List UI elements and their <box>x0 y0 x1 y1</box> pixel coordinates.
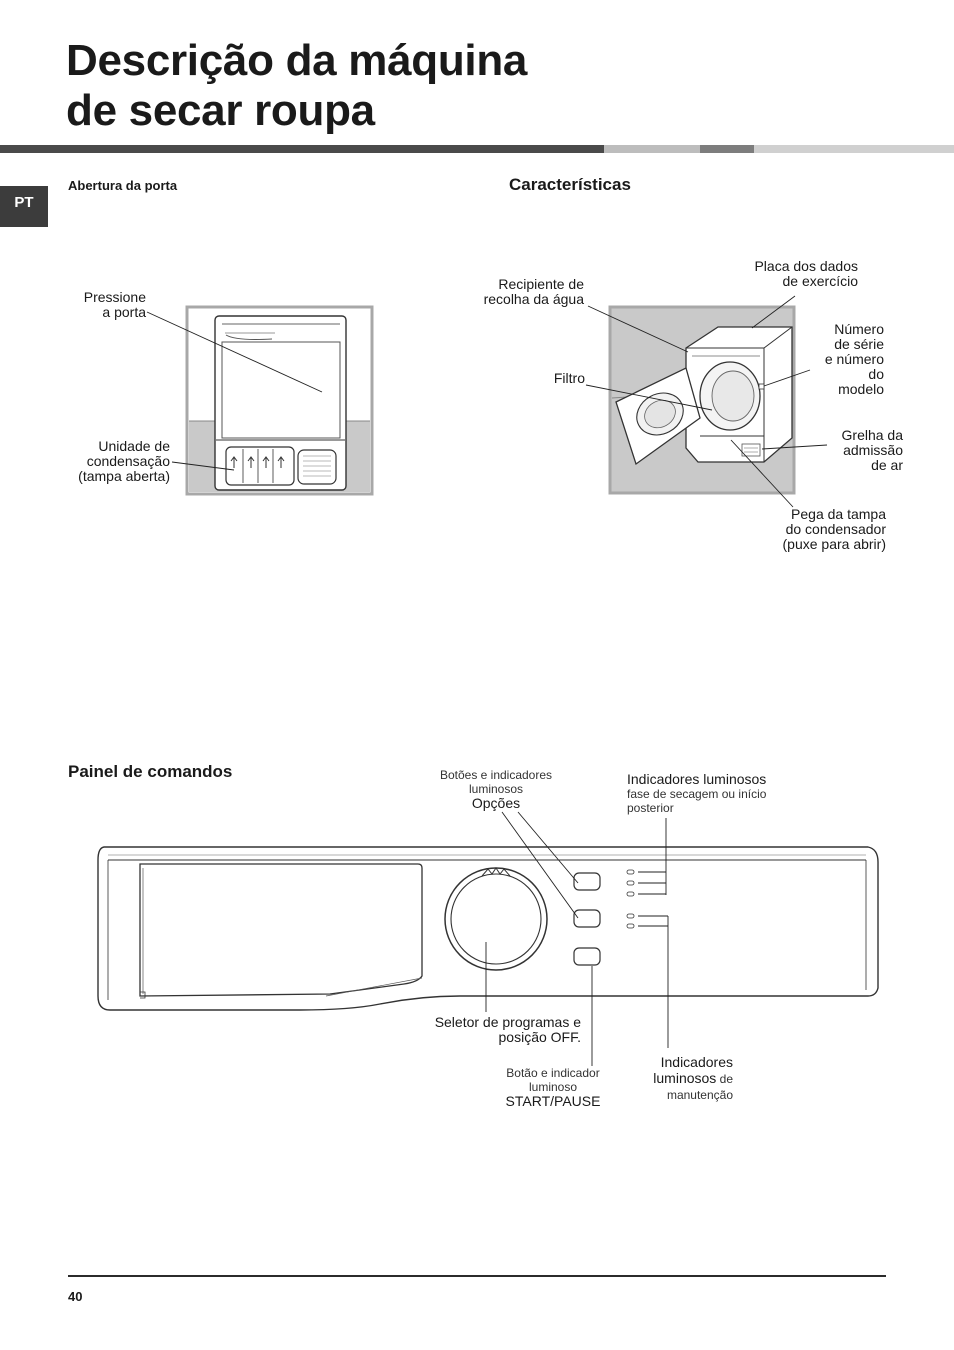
label-program-selector: Seletor de programas e posição OFF. <box>380 1015 581 1045</box>
label-condenser-unit-line: (tampa aberta) <box>78 468 170 484</box>
label-maintenance-small: manutenção <box>666 1088 733 1102</box>
label-air-grille-line: de ar <box>871 457 903 473</box>
label-press-door-line: a porta <box>102 304 146 320</box>
label-maintenance-main: luminosos <box>653 1070 717 1086</box>
footer-rule <box>68 1275 886 1277</box>
label-indicator-lights-small: posterior <box>627 801 674 815</box>
label-serial-model-line: de série <box>834 336 884 352</box>
label-serial-model-line: Número <box>834 321 884 337</box>
label-rating-plate: Placa dos dados de exercício <box>720 259 858 289</box>
label-filter-line: Filtro <box>553 370 585 386</box>
label-start-pause: Botão e indicador luminoso START/PAUSE <box>482 1066 624 1109</box>
label-options-small: Botões e indicadores <box>439 768 553 782</box>
header-bar-dark <box>0 145 604 153</box>
label-serial-model-line: e número <box>824 351 884 367</box>
label-condenser-handle: Pega da tampa do condensador (puxe para … <box>740 506 887 552</box>
page-title-line-1: Descrição da máquina <box>66 36 528 85</box>
label-serial-model: Número de série e número do modelo <box>800 322 884 397</box>
header-bar-mid <box>700 145 754 153</box>
control-panel-heading: Painel de comandos <box>68 762 233 781</box>
label-serial-model-line: do <box>868 366 884 382</box>
label-condenser-handle-line: (puxe para abrir) <box>782 536 887 552</box>
label-start-pause-main: START/PAUSE <box>505 1093 601 1109</box>
page-title: Descrição da máquina de secar roupa <box>66 36 527 136</box>
label-rating-plate-line: de exercício <box>782 273 858 289</box>
label-press-door: Pressione a porta <box>40 290 146 320</box>
label-options-small: luminosos <box>468 782 524 796</box>
label-indicator-lights-small: fase de secagem ou início <box>627 787 767 801</box>
label-water-container-line: recolha da água <box>483 291 584 307</box>
label-indicator-lights-main: Indicadores luminosos <box>627 771 767 787</box>
features-heading: Características <box>509 175 631 194</box>
label-condenser-unit-line: Unidade de <box>98 438 170 454</box>
header-bar-light-2 <box>754 145 954 153</box>
label-air-grille: Grelha da admissão de ar <box>810 428 903 473</box>
label-start-pause-small: Botão e indicador <box>506 1066 600 1080</box>
label-condenser-unit: Unidade de condensação (tampa aberta) <box>40 439 170 484</box>
label-maintenance-main: Indicadores <box>660 1054 733 1070</box>
door-opening-heading: Abertura da porta <box>68 178 178 193</box>
label-press-door-line: Pressione <box>83 289 146 305</box>
label-condenser-handle-line: do condensador <box>785 521 886 537</box>
label-program-selector-line: Seletor de programas e <box>434 1014 581 1030</box>
label-air-grille-line: admissão <box>843 442 903 458</box>
label-program-selector-line: posição OFF. <box>498 1029 581 1045</box>
label-condenser-handle-line: Pega da tampa <box>791 506 886 522</box>
language-tab: PT <box>0 186 48 227</box>
label-filter: Filtro <box>520 371 585 386</box>
label-condenser-unit-line: condensação <box>86 453 170 469</box>
label-maintenance: Indicadores luminosos de manutenção <box>600 1054 733 1103</box>
page-number: 40 <box>68 1289 83 1304</box>
label-start-pause-small: luminoso <box>528 1080 578 1094</box>
label-water-container-line: Recipiente de <box>498 276 584 292</box>
label-indicator-lights: Indicadores luminosos fase de secagem ou… <box>627 771 827 816</box>
label-maintenance-small: de <box>716 1072 733 1086</box>
label-options-main: Opções <box>471 795 521 811</box>
header-bar-light-1 <box>604 145 700 153</box>
page-title-line-2: de secar roupa <box>66 86 375 135</box>
label-water-container: Recipiente de recolha da água <box>440 277 584 307</box>
label-serial-model-line: modelo <box>838 381 884 397</box>
label-options: Botões e indicadores luminosos Opções <box>420 768 572 811</box>
label-rating-plate-line: Placa dos dados <box>754 258 858 274</box>
label-air-grille-line: Grelha da <box>841 427 903 443</box>
